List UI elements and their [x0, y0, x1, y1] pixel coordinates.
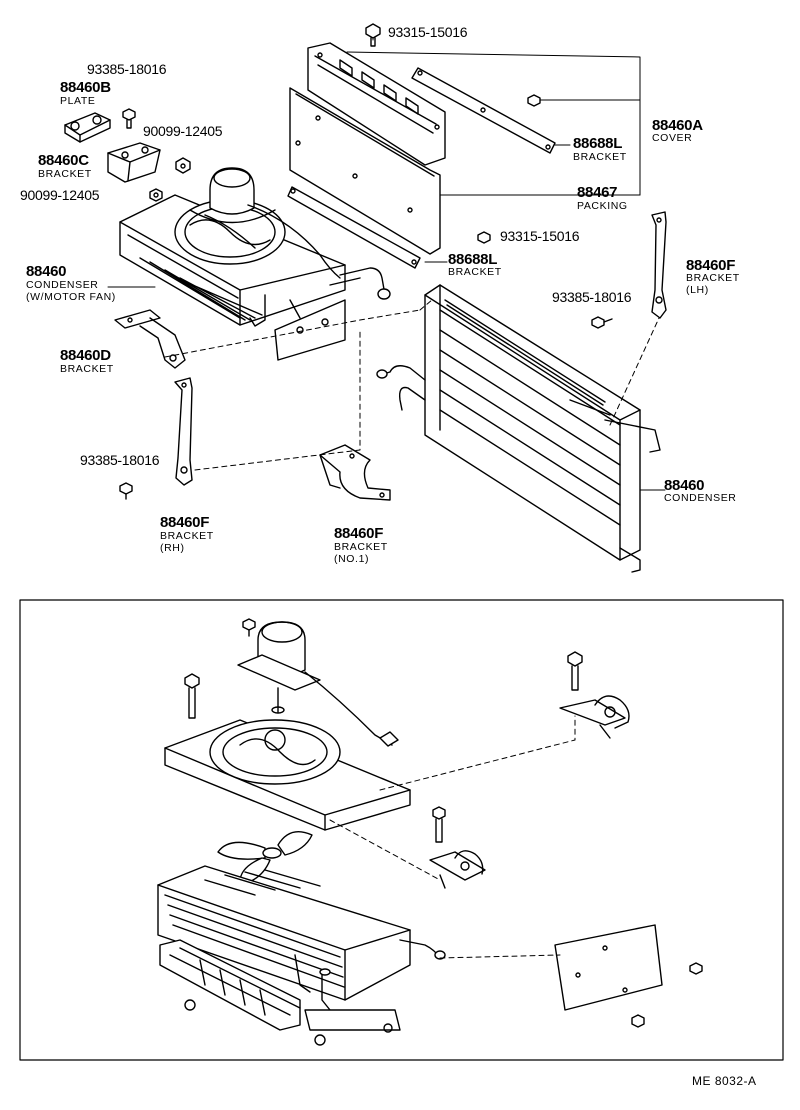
bracket-f-rh-part [174, 377, 193, 486]
diagram-code: ME 8032-A [692, 1074, 757, 1088]
bolt-icon [631, 1014, 645, 1028]
detail-frame [19, 599, 784, 1061]
bracket-f-lh-part [651, 211, 667, 319]
label-plate-number: 88460B [60, 79, 111, 96]
strip-bracket-upper [411, 67, 556, 154]
bolt-icon [477, 231, 491, 244]
label-nut-2: 90099-12405 [20, 187, 100, 203]
plate-part [64, 112, 111, 143]
bracket-d-part [114, 309, 186, 369]
dashed-guides [164, 299, 660, 471]
label-bolt-left: 93385-18016 [80, 452, 160, 468]
bolt-icon [119, 482, 133, 500]
label-plate-name: PLATE [60, 95, 96, 107]
label-bracket-f-no1-index: (NO.1) [334, 553, 370, 565]
label-bracket-f-rh-number: 88460F [160, 514, 210, 531]
label-bolt-top: 93315-15016 [388, 24, 468, 40]
label-bracket-l-lower-number: 88688L [448, 251, 498, 268]
label-bracket-f-no1-name: BRACKET [334, 541, 388, 553]
nut-icon [175, 157, 191, 174]
bracket-c-part [107, 142, 161, 183]
label-bracket-l-lower-name: BRACKET [448, 266, 502, 278]
label-condenser-number: 88460 [664, 477, 705, 494]
label-bolt-topleft: 93385-18016 [87, 61, 167, 77]
condenser-with-fan [119, 167, 391, 361]
label-bracket-c-number: 88460C [38, 152, 89, 169]
bracket-clamp-part [429, 850, 486, 889]
label-bracket-f-lh-number: 88460F [686, 257, 736, 274]
label-cond-fan-note: (W/MOTOR FAN) [26, 291, 116, 303]
bolt-icon [122, 108, 136, 129]
label-bracket-f-no1-number: 88460F [334, 525, 384, 542]
condenser-detail [157, 865, 446, 1046]
dashed-guides-bottom [329, 715, 576, 959]
bolt-icon [689, 962, 703, 975]
label-bracket-f-lh-side: (LH) [686, 284, 709, 296]
label-cond-fan-number: 88460 [26, 263, 67, 280]
packing-plate-detail [554, 924, 663, 1011]
label-nut-1: 90099-12405 [143, 123, 223, 139]
bolt-icon [184, 673, 200, 719]
leader-lines [107, 32, 666, 491]
bolt-icon [432, 806, 446, 843]
label-bolt-right: 93385-18016 [552, 289, 632, 305]
label-bracket-d-number: 88460D [60, 347, 111, 364]
bolt-icon [527, 94, 541, 107]
label-packing-name: PACKING [577, 200, 628, 212]
label-condenser-name: CONDENSER [664, 492, 737, 504]
bolt-icon [567, 651, 583, 691]
fan-shroud-assembly [164, 621, 411, 831]
label-bracket-f-rh-side: (RH) [160, 542, 185, 554]
bracket-f-no1-part [319, 444, 391, 501]
nut-icon [149, 188, 163, 202]
packing-sheet [289, 87, 441, 255]
label-bracket-l-upper-name: BRACKET [573, 151, 627, 163]
label-bracket-f-rh-name: BRACKET [160, 530, 214, 542]
bracket-clamp-part [559, 695, 630, 739]
label-packing-number: 88467 [577, 184, 618, 201]
label-bracket-d-name: BRACKET [60, 363, 114, 375]
strip-bracket-lower [287, 186, 421, 269]
label-bracket-f-lh-name: BRACKET [686, 272, 740, 284]
bolt-icon [242, 618, 256, 637]
fan-blade [217, 831, 313, 922]
label-bracket-l-upper-number: 88688L [573, 135, 623, 152]
label-bolt-mid: 93315-15016 [500, 228, 580, 244]
label-cover-name: COVER [652, 132, 693, 144]
label-bracket-c-name: BRACKET [38, 168, 92, 180]
cover-panel [307, 42, 446, 166]
label-cover-number: 88460A [652, 117, 703, 134]
condenser-core [376, 284, 661, 573]
label-cond-fan-name: CONDENSER [26, 279, 99, 291]
bolt-icon [591, 316, 613, 329]
bolt-icon [365, 23, 381, 47]
